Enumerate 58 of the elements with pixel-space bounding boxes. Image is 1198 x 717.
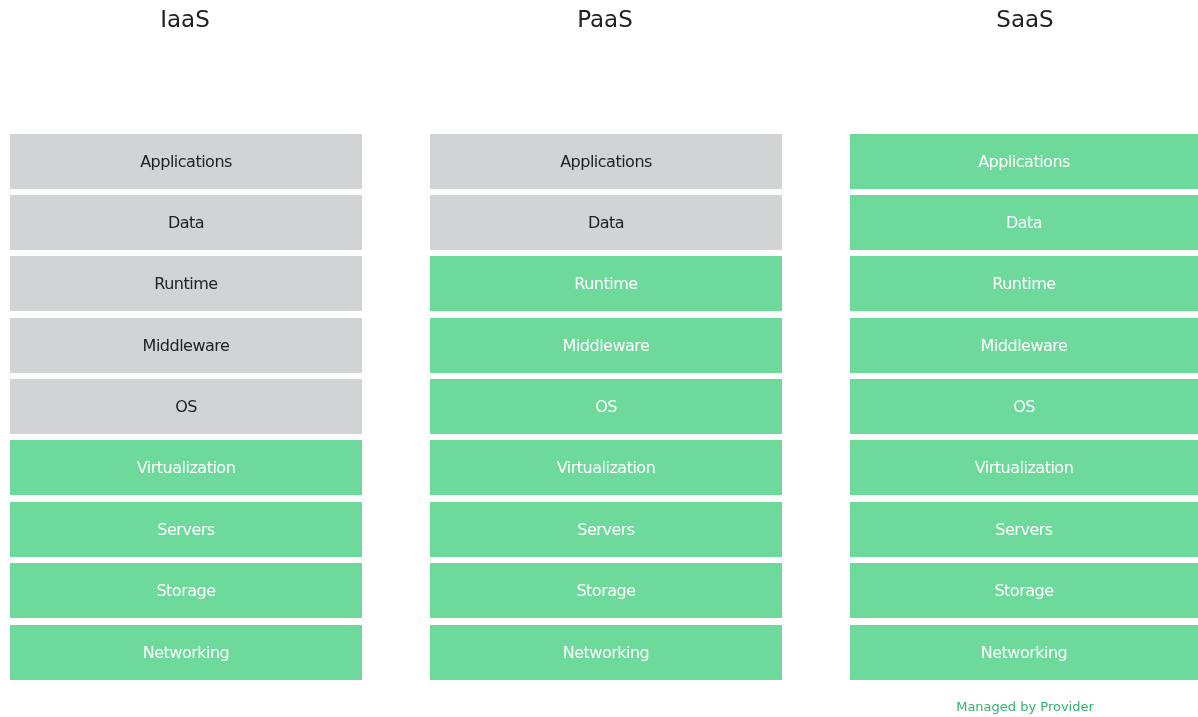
layer-box	[10, 502, 362, 557]
layer-box	[10, 134, 362, 189]
layer-label: OS	[175, 397, 197, 416]
layer-label: Applications	[978, 152, 1070, 171]
layer-label: Middleware	[562, 336, 650, 355]
layer-box	[10, 625, 362, 680]
layer-label: Applications	[140, 152, 232, 171]
layer-box	[850, 440, 1198, 495]
layer-box	[430, 379, 782, 434]
layer-box	[430, 134, 782, 189]
column-heading: PaaS	[577, 6, 633, 32]
layer-box	[850, 256, 1198, 311]
layer-label: Networking	[980, 643, 1068, 662]
layer-box	[850, 563, 1198, 618]
layer-box	[850, 379, 1198, 434]
layer-box	[10, 256, 362, 311]
layer-box	[850, 195, 1198, 250]
layer-box	[430, 318, 782, 373]
layer-label: Servers	[995, 520, 1053, 539]
layer-box	[430, 256, 782, 311]
layer-box	[850, 502, 1198, 557]
layer-label: OS	[1013, 397, 1035, 416]
layer-label: Storage	[576, 581, 636, 600]
legend-note: Managed by Provider	[956, 699, 1094, 714]
layer-box	[10, 195, 362, 250]
layer-box	[850, 318, 1198, 373]
column-heading: SaaS	[996, 6, 1054, 32]
layer-box	[850, 134, 1198, 189]
layer-label: Runtime	[574, 274, 638, 293]
layer-box	[10, 440, 362, 495]
layer-box	[850, 625, 1198, 680]
layer-box	[430, 563, 782, 618]
layer-label: Servers	[577, 520, 635, 539]
layer-label: Middleware	[142, 336, 230, 355]
layer-label: OS	[595, 397, 617, 416]
layer-label: Data	[1005, 213, 1043, 232]
layer-label: Applications	[560, 152, 652, 171]
layer-box	[430, 502, 782, 557]
layer-box	[430, 625, 782, 680]
layer-label: Runtime	[992, 274, 1056, 293]
layer-box	[10, 318, 362, 373]
layer-label: Servers	[157, 520, 215, 539]
layer-label: Data	[167, 213, 205, 232]
column-heading: IaaS	[160, 6, 210, 32]
layer-label: Virtualization	[556, 458, 656, 477]
layer-box	[430, 195, 782, 250]
layer-label: Networking	[562, 643, 650, 662]
layer-label: Storage	[156, 581, 216, 600]
layer-label: Virtualization	[974, 458, 1074, 477]
layer-box	[10, 379, 362, 434]
layer-box	[10, 563, 362, 618]
layer-label: Runtime	[154, 274, 218, 293]
layer-label: Storage	[994, 581, 1054, 600]
layer-label: Data	[587, 213, 625, 232]
layer-label: Networking	[142, 643, 230, 662]
layer-label: Virtualization	[136, 458, 236, 477]
layer-box	[430, 440, 782, 495]
layer-label: Middleware	[980, 336, 1068, 355]
